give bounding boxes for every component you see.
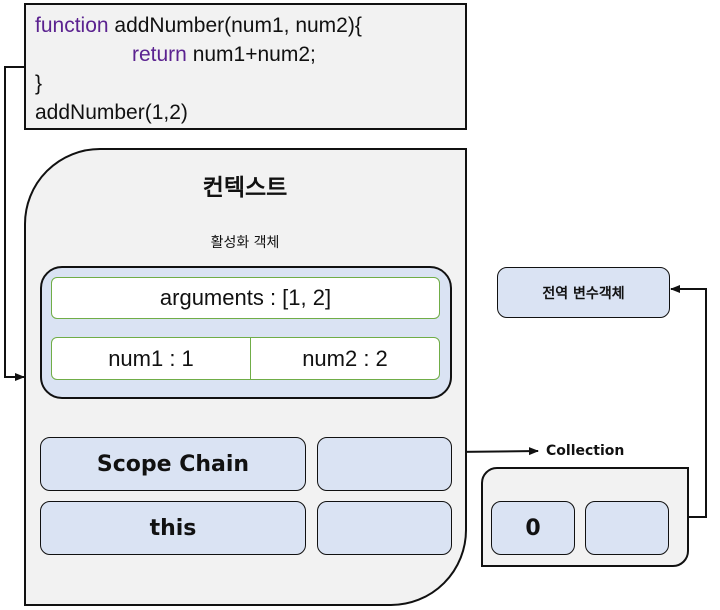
code-line-4: addNumber(1,2) [35, 101, 188, 124]
code-line-1: function addNumber(num1, num2){ [35, 11, 465, 40]
scope-chain-label: Scope Chain [40, 437, 306, 491]
code-line-3: } [35, 72, 43, 95]
code-to-context-arrow [4, 66, 25, 381]
this-label: this [40, 501, 306, 555]
num1-field: num1 : 1 [51, 337, 251, 380]
collection-item [585, 501, 669, 555]
this-value [317, 501, 452, 555]
function-signature: addNumber(num1, num2){ [108, 14, 362, 37]
num2-field: num2 : 2 [250, 337, 440, 380]
return-keyword: return [132, 43, 187, 66]
code-block: function addNumber(num1, num2){ return n… [24, 3, 467, 130]
activation-object-title: 활성화 객체 [210, 235, 280, 251]
collection-item: 0 [491, 501, 575, 555]
global-variable-object: 전역 변수객체 [497, 267, 670, 318]
function-keyword: function [35, 14, 109, 37]
arguments-field: arguments : [1, 2] [51, 277, 440, 319]
return-expression: num1+num2; [186, 43, 316, 66]
scope-chain-value [317, 437, 452, 491]
context-title: 컨텍스트 [202, 175, 288, 201]
code-line-2: return num1+num2; [35, 40, 465, 69]
collection-label: Collection [546, 443, 625, 459]
